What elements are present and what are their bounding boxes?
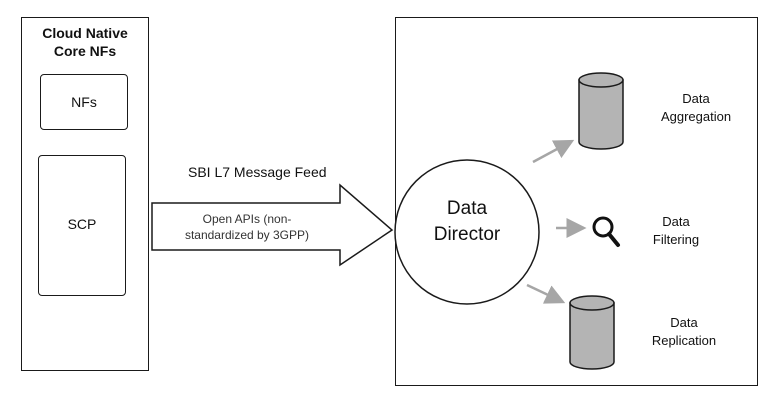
scp-box — [38, 155, 126, 296]
aggregation-label-line2: Aggregation — [660, 109, 732, 124]
director-label-line1: Data — [446, 198, 488, 219]
connector-to-replication — [526, 283, 566, 304]
arrow-label-line2: standardized by 3GPP) — [184, 228, 310, 242]
panel-title-line1: Cloud Native — [42, 25, 128, 41]
director-label-line2: Director — [433, 224, 501, 245]
replication-label-line2: Replication — [651, 333, 717, 348]
arrow-label-line1: Open APIs (non- — [202, 212, 292, 226]
magnifier-icon — [592, 216, 620, 247]
connector-to-aggregation — [532, 139, 575, 164]
scp-label: SCP — [67, 216, 97, 232]
filtering-label-line1: Data — [662, 214, 690, 229]
database-cylinder-icon — [569, 295, 615, 370]
filtering-label-line2: Filtering — [652, 232, 700, 247]
panel-title-line2: Core NFs — [53, 43, 117, 59]
replication-label-line1: Data — [670, 315, 698, 330]
feed-arrow — [151, 183, 394, 267]
nfs-label: NFs — [71, 94, 97, 110]
database-cylinder-icon — [578, 72, 624, 150]
nfs-box — [40, 74, 128, 130]
feed-title: SBI L7 Message Feed — [188, 164, 327, 180]
aggregation-label-line1: Data — [682, 91, 710, 106]
data-director-circle — [394, 159, 540, 305]
